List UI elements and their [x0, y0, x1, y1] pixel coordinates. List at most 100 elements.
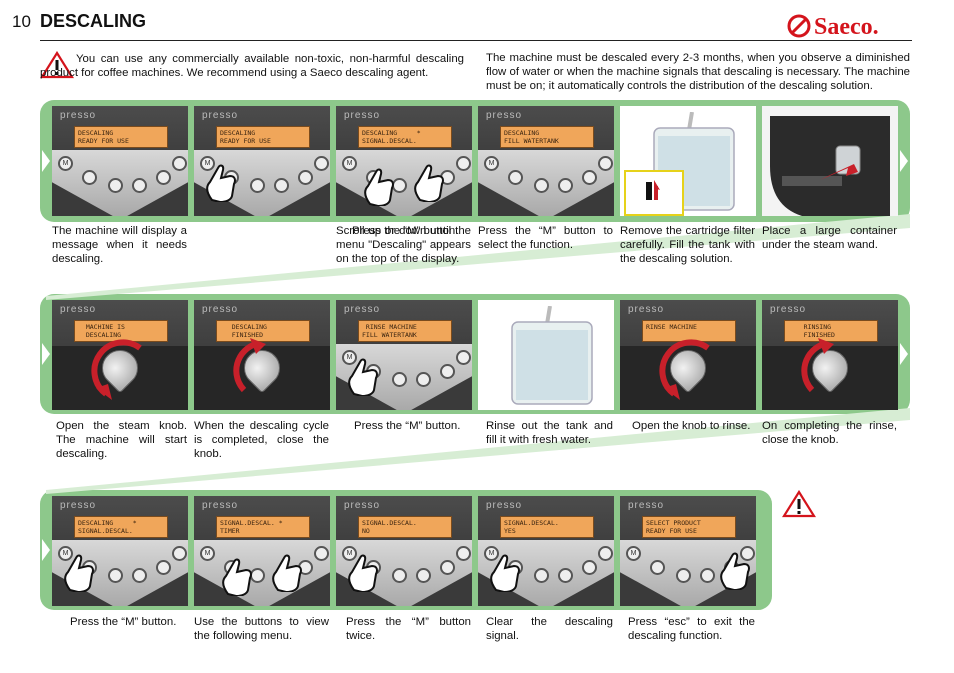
machine-brand-text: presso	[202, 500, 239, 511]
panel-button	[416, 372, 431, 387]
pointing-hand-icon	[348, 554, 378, 592]
lcd-display: DESCALING * SIGNAL.DESCAL.	[358, 126, 452, 148]
scroll-hand-icon	[272, 554, 302, 592]
lcd-display: SIGNAL.DESCAL. * TIMER	[216, 516, 310, 538]
row2-step-6-image: presso RINSING FINISHED	[762, 300, 898, 410]
panel-button	[508, 170, 523, 185]
panel-button	[534, 568, 549, 583]
band-left-arrow	[42, 150, 50, 172]
lcd-display: SIGNAL.DESCAL. YES	[500, 516, 594, 538]
pointing-hand-icon	[64, 554, 94, 592]
lcd-display: DESCALING FILL WATERTANK	[500, 126, 594, 148]
panel-button	[582, 560, 597, 575]
row1-step-1-caption: The machine will display a message when …	[52, 225, 187, 265]
lcd-display: SELECT PRODUCT READY FOR USE	[642, 516, 736, 538]
remove-filter-arrow-icon	[646, 180, 660, 200]
panel-button	[440, 364, 455, 379]
panel-button	[440, 560, 455, 575]
band-left-arrow	[42, 343, 50, 365]
control-panel: M	[336, 150, 472, 216]
machine-brand-text: presso	[628, 500, 665, 511]
panel-button	[172, 546, 187, 561]
panel-button: M	[58, 156, 73, 171]
machine-brand-text: presso	[628, 304, 665, 315]
machine-brand-text: presso	[60, 304, 97, 315]
panel-button	[108, 568, 123, 583]
saeco-logo: Saeco.	[787, 14, 879, 40]
control-panel: M	[194, 150, 330, 216]
panel-button	[582, 170, 597, 185]
row1-step-5-caption: Remove the cartridge filter carefully. F…	[620, 225, 755, 265]
panel-button	[456, 156, 471, 171]
row2-step-2-image: presso DESCALING FINISHED	[194, 300, 330, 410]
filter-inset	[624, 170, 684, 216]
rotate-ccw-arrow-icon	[91, 339, 142, 400]
panel-button	[456, 546, 471, 561]
panel-button	[700, 568, 715, 583]
lcd-display: DESCALING READY FOR USE	[74, 126, 168, 148]
intro-descaling-frequency: The machine must be descaled every 2-3 m…	[486, 52, 910, 92]
row1-step-3-caption: Scroll up or down until the menu "Descal…	[336, 225, 471, 265]
lcd-display: DESCALING READY FOR USE	[216, 126, 310, 148]
row3-step-5-caption: Press “esc” to exit the descaling functi…	[628, 616, 755, 642]
panel-button: M	[200, 546, 215, 561]
panel-button: M	[58, 546, 73, 561]
rotate-cw-arrow-icon	[233, 338, 266, 393]
control-panel: M	[478, 150, 614, 216]
lcd-display: RINSE MACHINE FILL WATERTANK	[358, 320, 452, 342]
machine-brand-text: presso	[344, 500, 381, 511]
coffee-machine-image	[762, 106, 898, 216]
control-panel: M	[52, 150, 188, 216]
lcd-display: SIGNAL.DESCAL. NO	[358, 516, 452, 538]
warning-icon-2	[782, 490, 816, 518]
panel-button	[650, 560, 665, 575]
panel-button	[314, 546, 329, 561]
panel-button	[676, 568, 691, 583]
row1-step-6-caption: Place a large container under the steam …	[762, 225, 897, 251]
row1-step-6-image	[762, 106, 898, 216]
rotate-cw-arrow-icon	[801, 338, 834, 393]
panel-button: M	[200, 156, 215, 171]
lcd-display: RINSING FINISHED	[784, 320, 878, 342]
panel-button	[82, 170, 97, 185]
panel-button: M	[626, 546, 641, 561]
pointing-hand-icon	[222, 558, 252, 596]
panel-button	[156, 560, 171, 575]
pointing-hand-icon	[720, 552, 750, 590]
header-divider	[40, 40, 912, 41]
intro-descaling-agent: You can use any commercially available n…	[40, 53, 464, 79]
panel-button	[172, 156, 187, 171]
row3-step-2-caption: Use the buttons to view the following me…	[194, 616, 329, 642]
panel-button: M	[484, 546, 499, 561]
row3-step-3-caption: Press the “M” button twice.	[346, 616, 471, 642]
page-number: 10	[12, 12, 31, 31]
panel-button	[314, 156, 329, 171]
svg-text:Saeco.: Saeco.	[814, 14, 879, 40]
panel-button: M	[342, 546, 357, 561]
machine-brand-text: presso	[202, 304, 239, 315]
row1-step-4-caption: Press the “M” button to select the funct…	[478, 225, 613, 251]
row1-step-2-caption: Press the “M” button.	[352, 225, 459, 237]
scroll-hand-icon	[414, 164, 444, 202]
rotate-ccw-arrow-icon	[659, 339, 710, 400]
pointing-hand-icon	[490, 554, 520, 592]
panel-button	[132, 178, 147, 193]
panel-button	[156, 170, 171, 185]
panel-button: M	[342, 156, 357, 171]
panel-button	[298, 170, 313, 185]
panel-button: M	[484, 156, 499, 171]
panel-button	[250, 178, 265, 193]
machine-brand-text: presso	[202, 110, 239, 121]
panel-button	[132, 568, 147, 583]
machine-brand-text: presso	[770, 304, 807, 315]
row2-step-4-image	[478, 300, 614, 410]
